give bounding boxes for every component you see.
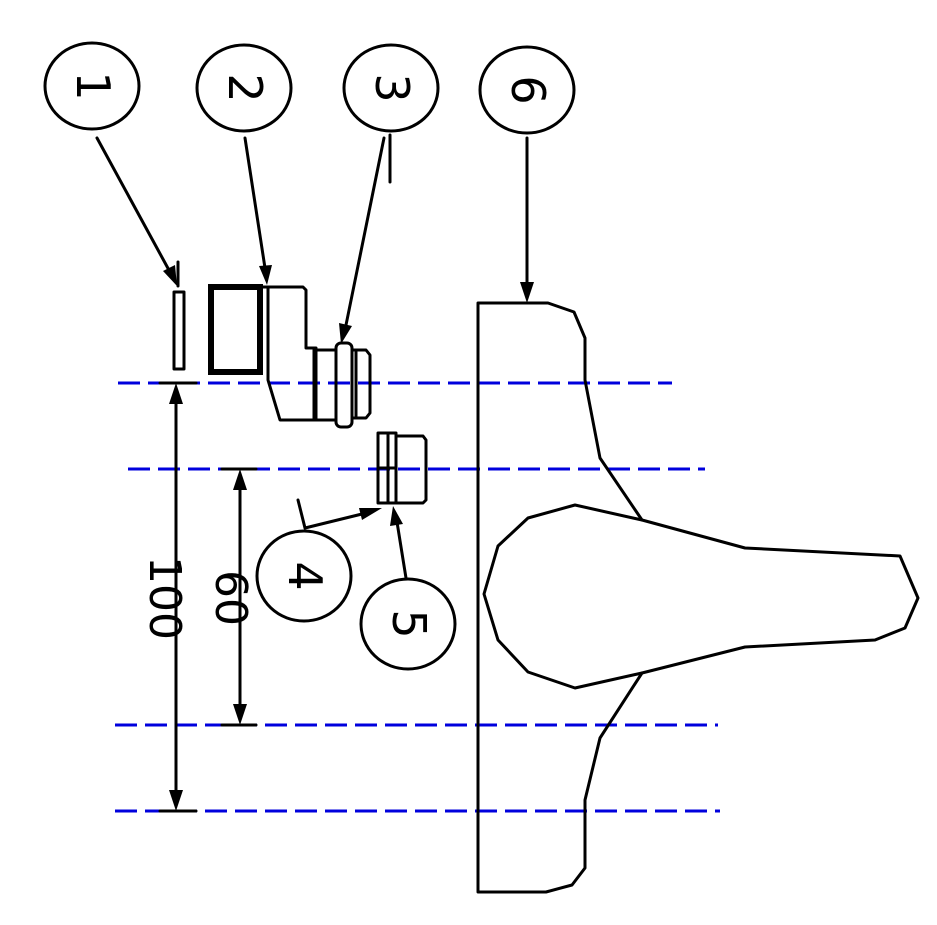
svg-text:4: 4 — [278, 561, 332, 590]
svg-text:1: 1 — [66, 71, 120, 100]
balloon-4: 4 — [255, 529, 353, 623]
leader-lines — [95, 133, 534, 580]
leader-3-arrowhead — [339, 323, 352, 344]
leader-5-arrowhead — [390, 506, 403, 526]
dimension-lines: 100 60 — [139, 381, 258, 813]
part-3-collar — [312, 341, 372, 429]
dim-inner-arrow-top — [233, 469, 247, 490]
balloon-1: 1 — [43, 41, 141, 131]
dim-outer-arrow-top — [169, 383, 183, 404]
balloons: 1 2 3 6 4 5 — [43, 41, 576, 671]
balloon-2: 2 — [195, 43, 293, 133]
dimension-outer-label: 100 — [139, 556, 190, 640]
part-2-bushing — [208, 284, 318, 422]
svg-text:5: 5 — [382, 609, 436, 638]
svg-text:2: 2 — [218, 73, 272, 102]
dimension-inner-label: 60 — [205, 570, 256, 626]
svg-text:6: 6 — [501, 75, 555, 104]
dim-outer-arrow-bottom — [169, 790, 183, 811]
part-4-5-cap — [376, 431, 428, 505]
balloon-6: 6 — [478, 45, 576, 135]
part-6-body — [476, 301, 920, 894]
balloon-5: 5 — [359, 577, 457, 671]
leader-4-arrowhead — [359, 508, 382, 520]
svg-text:3: 3 — [365, 73, 419, 102]
leader-1-arrowhead — [163, 265, 177, 286]
balloon-3: 3 — [342, 43, 440, 133]
leader-2-arrowhead — [259, 265, 272, 285]
part-1-shim — [172, 290, 186, 371]
dim-inner-arrow-bottom — [233, 704, 247, 725]
leader-6-arrowhead — [520, 282, 534, 303]
